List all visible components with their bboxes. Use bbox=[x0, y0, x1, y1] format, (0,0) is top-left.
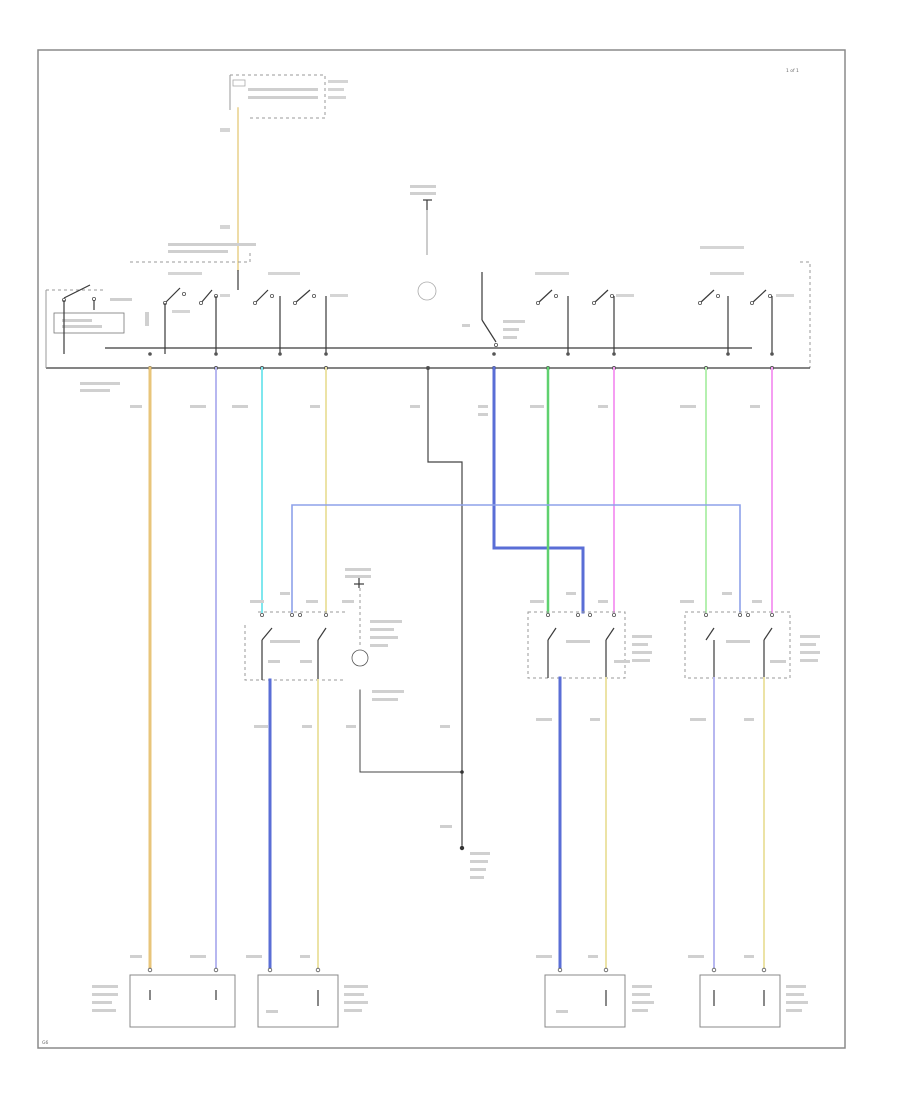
master-switch-contacts bbox=[162, 270, 794, 354]
motor-right-rear bbox=[699, 967, 808, 1028]
motor-left-front bbox=[92, 967, 236, 1028]
fuse-block bbox=[229, 74, 348, 119]
diagram-code-label: 1 of 1 bbox=[786, 68, 799, 74]
door-lock-switch-box bbox=[53, 312, 125, 334]
connector-pins-top bbox=[148, 352, 774, 370]
wire-blu-crossover bbox=[291, 504, 741, 613]
left-rear-window-switch bbox=[244, 568, 404, 701]
diagram-corner-label: G6 bbox=[42, 1040, 48, 1046]
ground-top-center bbox=[410, 185, 437, 301]
motor-right-front-left bbox=[544, 967, 654, 1028]
diagram-frame bbox=[37, 49, 846, 1049]
left-front-window-switch bbox=[527, 611, 652, 679]
wire-labels-top bbox=[80, 382, 760, 416]
right-front-window-switch bbox=[684, 611, 820, 679]
wire-blk-center bbox=[427, 367, 463, 846]
master-switch-outline bbox=[46, 250, 811, 368]
lock-switch-contacts bbox=[62, 284, 132, 354]
motor-left-rear bbox=[257, 967, 368, 1028]
ground-bottom-center bbox=[440, 825, 490, 879]
wire-blu-center bbox=[492, 366, 585, 614]
wire-blk-left-ground bbox=[359, 689, 463, 773]
wire-labels-lower bbox=[130, 592, 762, 958]
